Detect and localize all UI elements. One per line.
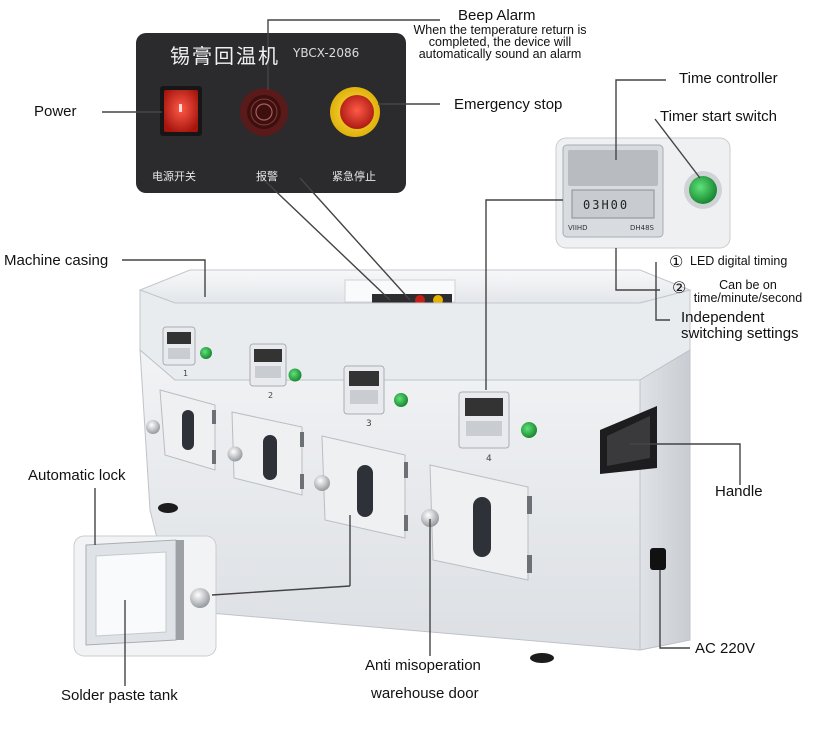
label-beep-alarm-desc-2: completed, the device will bbox=[428, 35, 572, 49]
chamber-number-3: 3 bbox=[366, 419, 372, 429]
label-unit-2: time/minute/second bbox=[693, 291, 803, 305]
label-beep-alarm-desc-1: When the temperature return is bbox=[413, 23, 587, 37]
label-beep-alarm-desc-3: automatically sound an alarm bbox=[418, 47, 582, 61]
label-power: Power bbox=[34, 103, 77, 120]
timer-unit-4 bbox=[458, 391, 537, 449]
label-warehouse-door: warehouse door bbox=[371, 685, 479, 702]
label-ac: AC 220V bbox=[695, 640, 756, 657]
chamber-number-2: 2 bbox=[268, 391, 274, 400]
timer-digits: 03H00 bbox=[583, 198, 630, 212]
label-emergency-stop: Emergency stop bbox=[454, 96, 563, 113]
label-machine-casing: Machine casing bbox=[4, 252, 109, 269]
timer-modules bbox=[162, 326, 537, 449]
chamber-number-4: 4 bbox=[486, 454, 492, 464]
label-led-timing: LED digital timing bbox=[690, 254, 788, 268]
timer-model: DH48S bbox=[630, 224, 655, 232]
label-solder-paste-tank: Solder paste tank bbox=[61, 687, 178, 704]
timer-unit-3 bbox=[343, 365, 408, 415]
power-caption: 电源开关 bbox=[152, 170, 196, 183]
label-led-num: ① bbox=[669, 252, 684, 271]
label-unit-1: Can be on bbox=[719, 278, 777, 292]
chamber-doors bbox=[146, 389, 532, 581]
label-independent-1: Independent bbox=[681, 309, 765, 326]
stop-caption: 紧急停止 bbox=[332, 170, 376, 183]
label-independent-2: switching settings bbox=[681, 325, 799, 342]
label-automatic-lock: Automatic lock bbox=[28, 467, 126, 484]
label-time-controller: Time controller bbox=[679, 70, 778, 87]
control-panel-inset bbox=[136, 33, 406, 193]
panel-title: 锡膏回温机 bbox=[170, 44, 280, 68]
label-unit-num: ② bbox=[672, 278, 687, 297]
time-controller-inset bbox=[555, 137, 731, 249]
label-handle: Handle bbox=[715, 483, 763, 500]
timer-brand: VIIHD bbox=[568, 224, 588, 232]
chamber-number-1: 1 bbox=[183, 369, 189, 378]
timer-unit-1 bbox=[162, 326, 212, 366]
label-timer-start-switch: Timer start switch bbox=[660, 108, 777, 125]
panel-model: YBCX-2086 bbox=[293, 46, 360, 60]
machine-body bbox=[138, 269, 692, 663]
label-beep-alarm: Beep Alarm bbox=[458, 7, 536, 24]
timer-unit-2 bbox=[249, 343, 302, 387]
solder-tank-inset bbox=[73, 535, 217, 657]
alarm-caption: 报警 bbox=[256, 170, 278, 183]
leader-lines bbox=[94, 19, 741, 686]
label-anti-misoperation: Anti misoperation bbox=[365, 657, 481, 674]
